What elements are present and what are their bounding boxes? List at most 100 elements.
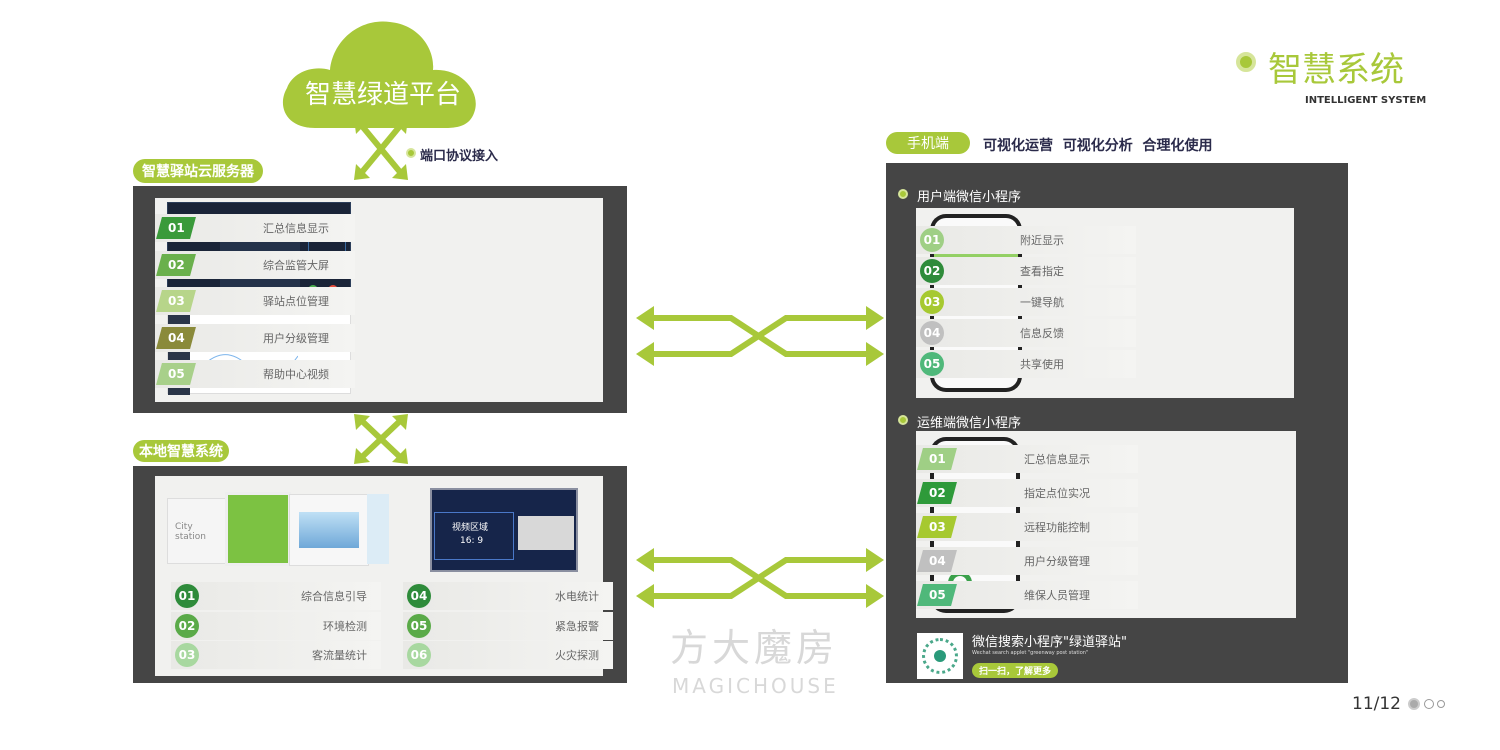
badge-number: 02 bbox=[923, 264, 941, 278]
badge-number: 03 bbox=[928, 520, 946, 534]
badge-number: 02 bbox=[167, 257, 185, 272]
list-item: 04 水电统计 bbox=[403, 582, 613, 610]
pager-dot-active[interactable] bbox=[1408, 698, 1420, 710]
qr-title: 微信搜索小程序"绿道驿站" bbox=[972, 635, 1127, 650]
badge-number: 05 bbox=[410, 618, 428, 633]
qr-subtitle: Wechat search applet "greenway post stat… bbox=[972, 650, 1089, 656]
list-item: 05 帮助中心视频 bbox=[155, 360, 355, 388]
mobile-slogan: 可视化运营 可视化分析 合理化使用 bbox=[983, 138, 1213, 154]
list-item: 05 紧急报警 bbox=[403, 611, 613, 640]
item-label: 水电统计 bbox=[555, 590, 599, 603]
pager-dot[interactable] bbox=[1437, 700, 1445, 708]
number-badge: 05 bbox=[156, 363, 196, 385]
item-label: 查看指定 bbox=[1020, 265, 1064, 278]
item-label: 一键导航 bbox=[1020, 296, 1064, 309]
item-label: 综合信息引导 bbox=[301, 590, 367, 603]
badge-number: 05 bbox=[923, 357, 941, 371]
number-badge: 03 bbox=[156, 290, 196, 312]
badge-number: 04 bbox=[410, 589, 428, 603]
item-label: 维保人员管理 bbox=[1024, 589, 1090, 602]
badge-number: 01 bbox=[167, 221, 185, 235]
number-badge: 06 bbox=[407, 643, 431, 667]
item-label: 共享使用 bbox=[1020, 358, 1064, 371]
number-badge: 01 bbox=[156, 217, 196, 239]
number-badge: 03 bbox=[920, 290, 944, 314]
ops-app-dot-icon bbox=[898, 415, 908, 425]
local-system-panel: City station 视频区域 16: 9 01 综合信息引导 02 环境检测 03… bbox=[133, 466, 627, 683]
item-label: 火灾探测 bbox=[555, 649, 599, 662]
screen-text: 视频区域 bbox=[452, 523, 489, 533]
protocol-dot-icon bbox=[406, 148, 416, 158]
badge-number: 04 bbox=[923, 326, 941, 340]
protocol-label: 端口协议接入 bbox=[420, 149, 499, 164]
list-item: 04 用户分级管理 bbox=[916, 547, 1138, 575]
bidirectional-arrows-top bbox=[636, 306, 884, 366]
number-badge: 03 bbox=[917, 516, 957, 538]
number-badge: 02 bbox=[920, 259, 944, 283]
page-number: 11/12 bbox=[1352, 694, 1401, 714]
number-badge: 03 bbox=[175, 643, 199, 667]
scan-more-button[interactable]: 扫一扫，了解更多 bbox=[972, 663, 1058, 678]
badge-number: 02 bbox=[178, 618, 196, 633]
item-label: 汇总信息显示 bbox=[263, 222, 329, 235]
number-badge: 04 bbox=[156, 326, 196, 349]
badge-number: 01 bbox=[923, 233, 941, 247]
item-label: 客流量统计 bbox=[312, 649, 367, 662]
cross-arrow-icon bbox=[354, 118, 408, 180]
number-badge: 04 bbox=[407, 584, 431, 608]
number-badge: 02 bbox=[917, 482, 957, 504]
item-label: 帮助中心视频 bbox=[263, 368, 329, 381]
page-subtitle: INTELLIGENT SYSTEM bbox=[1305, 95, 1427, 106]
badge-number: 05 bbox=[167, 367, 185, 381]
mobile-tag: 手机端 bbox=[886, 132, 970, 154]
page-title: 智慧系统 bbox=[1268, 50, 1404, 90]
number-badge: 05 bbox=[917, 584, 957, 606]
item-label: 远程功能控制 bbox=[1024, 521, 1090, 534]
kiosk-image: City station bbox=[167, 484, 389, 570]
list-item: 04 信息反馈 bbox=[916, 319, 1136, 347]
item-label: 信息反馈 bbox=[1020, 327, 1064, 340]
badge-number: 02 bbox=[928, 486, 946, 500]
number-badge: 01 bbox=[175, 584, 199, 608]
user-app-dot-icon bbox=[898, 189, 908, 199]
number-badge: 02 bbox=[156, 253, 196, 276]
cloud-title: 智慧绿道平台 bbox=[305, 80, 462, 110]
badge-number: 01 bbox=[178, 589, 196, 603]
watermark-cn: 方大魔房 bbox=[670, 626, 839, 670]
list-item: 03 一键导航 bbox=[916, 288, 1136, 316]
item-label: 附近显示 bbox=[1020, 234, 1064, 247]
item-label: 紧急报警 bbox=[555, 619, 599, 633]
list-item: 01 汇总信息显示 bbox=[916, 445, 1138, 473]
list-item: 01 综合信息引导 bbox=[171, 582, 381, 610]
badge-number: 04 bbox=[928, 554, 946, 568]
item-label: 用户分级管理 bbox=[1024, 555, 1090, 568]
badge-number: 03 bbox=[167, 294, 185, 308]
bidirectional-arrows-bottom bbox=[636, 548, 884, 608]
cloud-server-tag: 智慧驿站云服务器 bbox=[133, 159, 263, 183]
ops-app-title: 运维端微信小程序 bbox=[917, 416, 1022, 431]
list-item: 02 查看指定 bbox=[916, 257, 1136, 285]
pager-dot[interactable] bbox=[1424, 699, 1434, 709]
list-item: 01 附近显示 bbox=[916, 226, 1136, 254]
badge-number: 03 bbox=[178, 648, 196, 662]
badge-number: 01 bbox=[928, 452, 946, 466]
cloud-shape bbox=[282, 21, 476, 128]
list-item: 05 维保人员管理 bbox=[916, 581, 1138, 609]
number-badge: 05 bbox=[920, 352, 944, 376]
badge-number: 04 bbox=[167, 330, 185, 345]
number-badge: 02 bbox=[175, 613, 199, 638]
kiosk-text: City station bbox=[175, 522, 206, 542]
item-label: 环境检测 bbox=[323, 619, 367, 633]
item-label: 汇总信息显示 bbox=[1024, 453, 1090, 466]
watermark-en: MAGICHOUSE bbox=[672, 674, 839, 698]
list-item: 01 汇总信息显示 bbox=[155, 214, 355, 242]
list-item: 03 远程功能控制 bbox=[916, 513, 1138, 541]
local-screen-image: 视频区域 16: 9 bbox=[430, 488, 578, 572]
list-item: 06 火灾探测 bbox=[403, 641, 613, 669]
